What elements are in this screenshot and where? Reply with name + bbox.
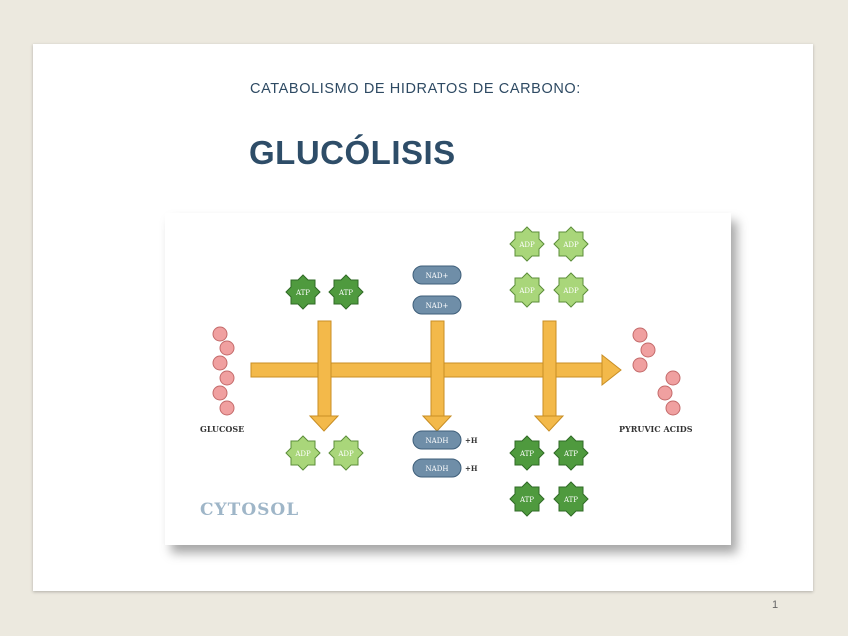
svg-text:ADP: ADP [518, 287, 535, 295]
svg-text:NAD+: NAD+ [426, 302, 449, 310]
adp-molecule: ADP [509, 226, 545, 262]
nadh-molecule: NADH +H [412, 458, 478, 478]
slide-subtitle: CATABOLISMO DE HIDRATOS DE CARBONO: [250, 81, 581, 97]
adp-molecule: ADP [328, 435, 364, 471]
svg-text:ADP: ADP [518, 241, 535, 249]
slide-title: GLUCÓLISIS [249, 134, 456, 171]
cytosol-label: CYTOSOL [200, 500, 299, 520]
svg-text:ATP: ATP [519, 496, 534, 504]
svg-text:ADP: ADP [562, 287, 579, 295]
adp-molecule: ADP [553, 226, 589, 262]
step1-arrow [308, 320, 340, 432]
atp-molecule: ATP [509, 481, 545, 517]
adp-molecule: ADP [509, 272, 545, 308]
svg-text:NADH: NADH [426, 437, 449, 445]
pyruvic-acids-label: PYRUVIC ACIDS [619, 424, 693, 434]
svg-text:ATP: ATP [295, 289, 310, 297]
atp-molecule: ATP [553, 435, 589, 471]
svg-text:ATP: ATP [563, 450, 578, 458]
step3-arrow [533, 320, 565, 432]
adp-molecule: ADP [285, 435, 321, 471]
svg-text:ADP: ADP [294, 450, 311, 458]
atp-molecule: ATP [285, 274, 321, 310]
nad-plus-molecule: NAD+ [412, 295, 462, 315]
page-number: 1 [772, 599, 779, 611]
glucose-label: GLUCOSE [200, 424, 244, 434]
svg-text:ADP: ADP [562, 241, 579, 249]
pyruvic-acid-molecules [632, 327, 681, 416]
svg-text:ATP: ATP [563, 496, 578, 504]
svg-text:NADH: NADH [426, 465, 449, 473]
step2-arrow [421, 320, 453, 432]
svg-text:+H: +H [465, 436, 478, 445]
adp-molecule: ADP [553, 272, 589, 308]
atp-molecule: ATP [509, 435, 545, 471]
nad-plus-molecule: NAD+ [412, 265, 462, 285]
glucose-molecule [212, 326, 235, 416]
atp-molecule: ATP [553, 481, 589, 517]
main-pathway-arrow [250, 353, 622, 387]
svg-text:ATP: ATP [519, 450, 534, 458]
svg-text:ADP: ADP [337, 450, 354, 458]
svg-text:ATP: ATP [338, 289, 353, 297]
nadh-molecule: NADH +H [412, 430, 478, 450]
diagram-svg: GLUCOSE PYRUVIC ACIDS ATP ATP ADP ADP [200, 226, 693, 520]
atp-molecule: ATP [328, 274, 364, 310]
svg-text:NAD+: NAD+ [426, 272, 449, 280]
svg-text:+H: +H [465, 464, 478, 473]
glycolysis-diagram: GLUCOSE PYRUVIC ACIDS ATP ATP ADP ADP [165, 213, 731, 545]
